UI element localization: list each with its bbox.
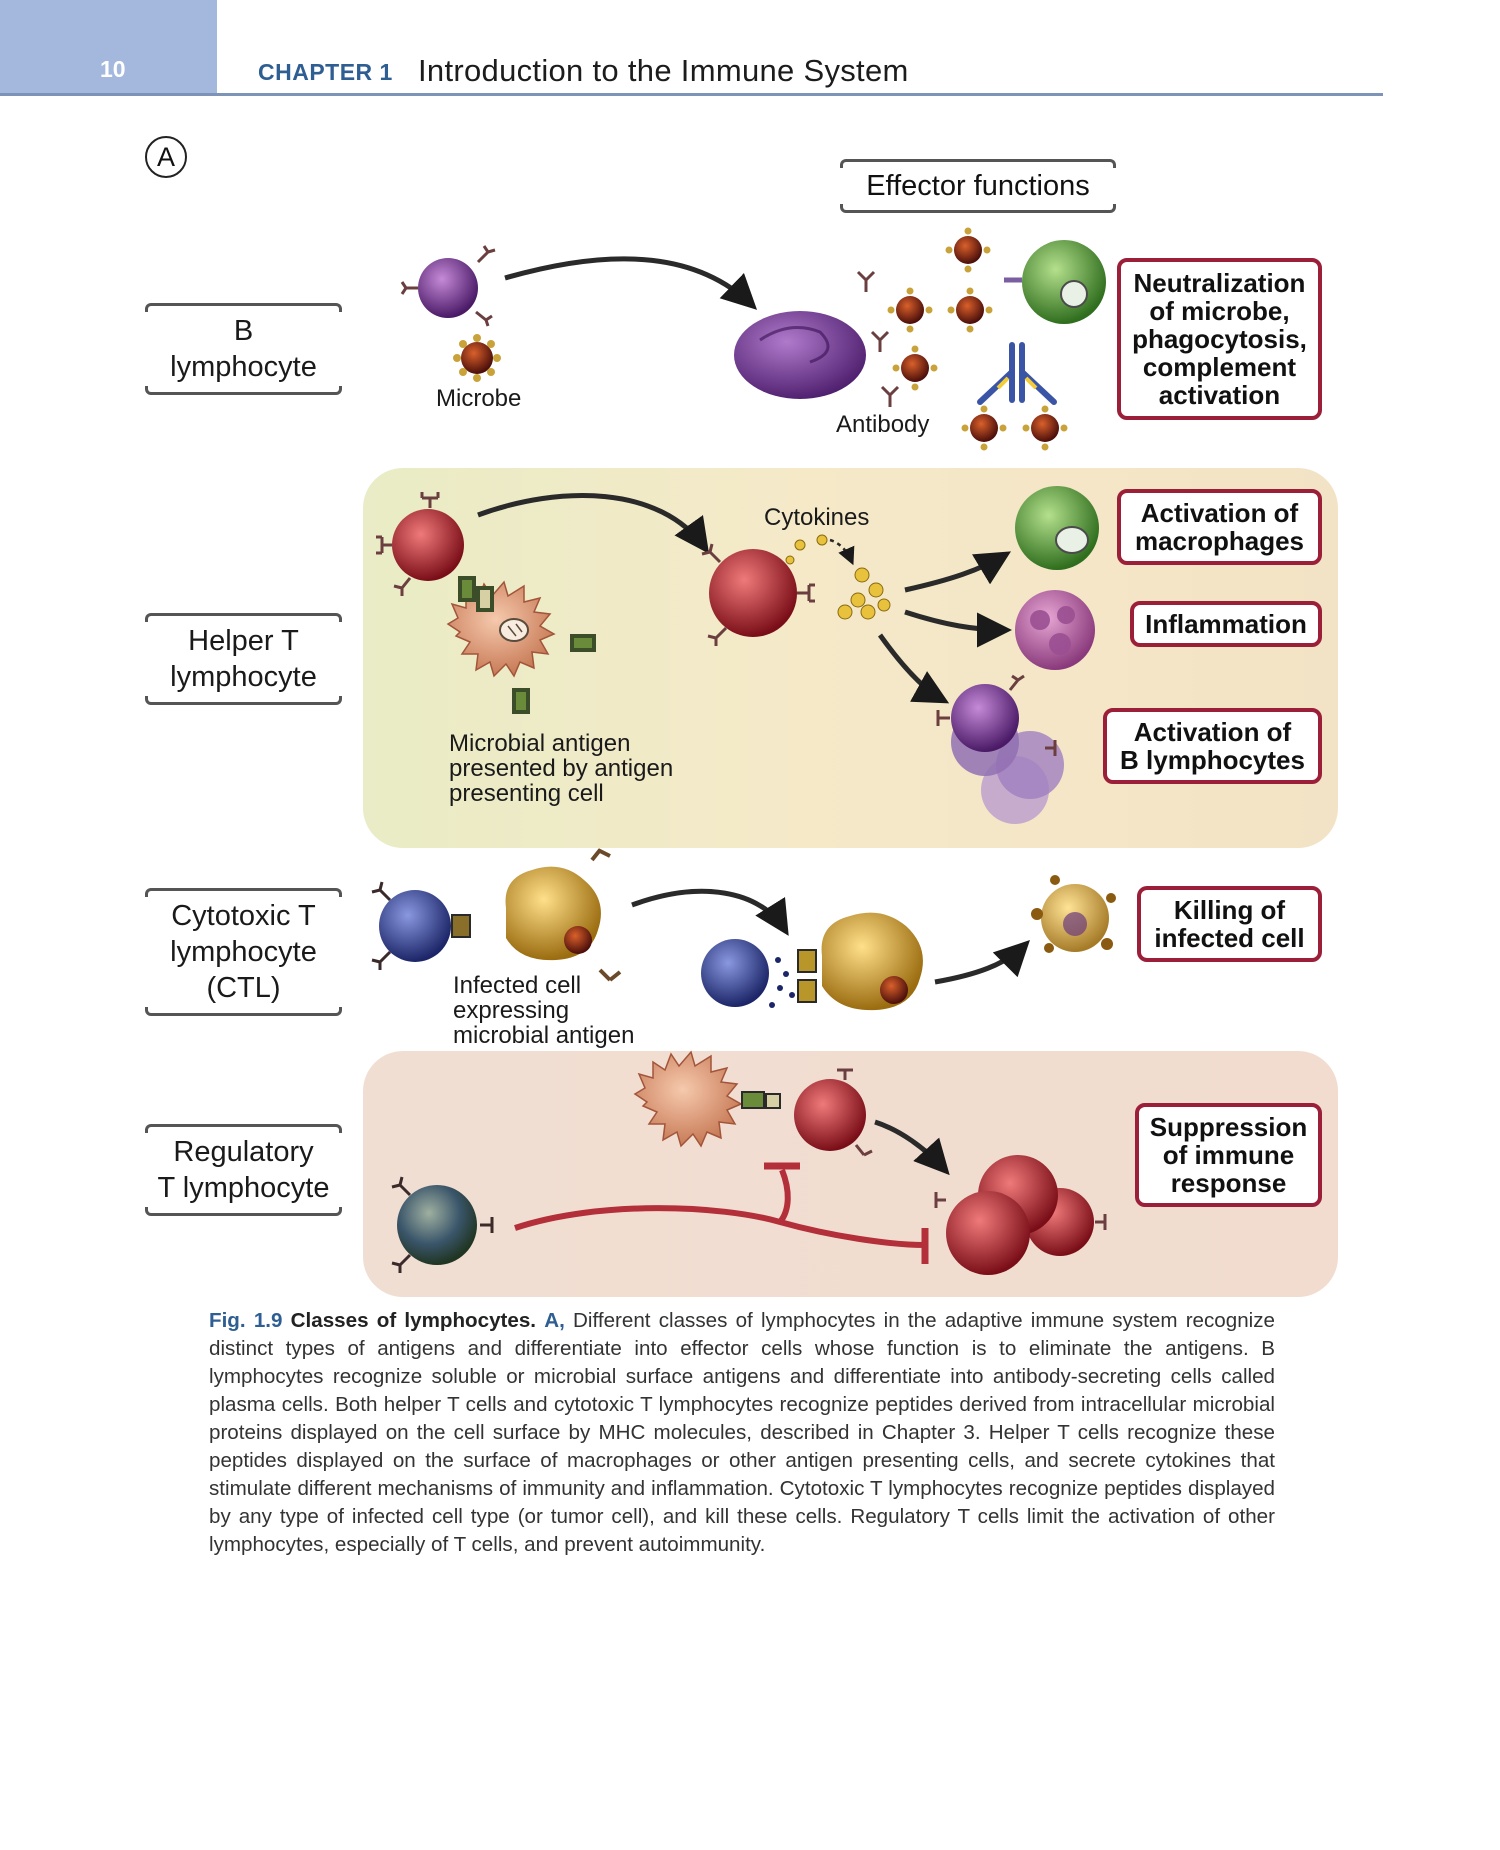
label-line: Helper T bbox=[188, 625, 299, 657]
outcome-line: Activation of bbox=[1140, 498, 1299, 528]
outcome-line: of immune bbox=[1162, 1140, 1295, 1170]
label-helper-t: Helper T lymphocyte bbox=[145, 613, 342, 705]
outcome-line: B lymphocytes bbox=[1120, 745, 1305, 775]
anno-line: presenting cell bbox=[449, 780, 604, 807]
microbe-label: Microbe bbox=[436, 385, 522, 412]
label-line: B bbox=[233, 315, 254, 347]
infected-cell-label: Infected cell expressing microbial antig… bbox=[453, 973, 634, 1048]
inflammatory-cell bbox=[1015, 590, 1095, 670]
effector-functions-heading: Effector functions bbox=[840, 159, 1116, 213]
caption-panel: A, bbox=[544, 1309, 565, 1332]
apc-label: Microbial antigen presented by antigen p… bbox=[449, 731, 673, 806]
figure-artwork bbox=[371, 227, 1116, 1275]
activated-macrophage bbox=[1015, 486, 1099, 570]
caption-text: Different classes of lymphocytes in the … bbox=[209, 1309, 1275, 1556]
outcome-line: Neutralization bbox=[1133, 268, 1306, 298]
figure-caption: Fig. 1.9 Classes of lymphocytes. A, Diff… bbox=[209, 1307, 1275, 1559]
label-ctl: Cytotoxic T lymphocyte (CTL) bbox=[145, 888, 342, 1016]
outcome-activation-macrophages: Activation of macrophages bbox=[1117, 489, 1322, 565]
outcome-line: Inflammation bbox=[1145, 609, 1307, 639]
outcome-line: response bbox=[1170, 1168, 1287, 1198]
activated-helper-t-cell bbox=[709, 549, 797, 637]
apc-reg bbox=[633, 1050, 743, 1148]
cytokine-dots bbox=[785, 534, 891, 620]
anno-line: presented by antigen bbox=[449, 755, 674, 782]
outcome-line: of microbe, bbox=[1149, 296, 1290, 326]
ctl-attacking bbox=[701, 939, 769, 1007]
macrophage-b bbox=[1022, 240, 1106, 324]
outcome-line: Activation of bbox=[1133, 717, 1292, 747]
label-line: T lymphocyte bbox=[157, 1172, 330, 1204]
activated-b-cells bbox=[951, 684, 1064, 824]
label-b-lymphocyte: B lymphocyte bbox=[145, 303, 342, 395]
label-line: (CTL) bbox=[206, 972, 281, 1004]
label-line: lymphocyte bbox=[170, 351, 317, 383]
regulatory-t-cell bbox=[397, 1185, 477, 1265]
outcome-line: phagocytosis, bbox=[1132, 324, 1307, 354]
outcome-neutralization: Neutralization of microbe, phagocytosis,… bbox=[1117, 258, 1322, 420]
page-number: 10 bbox=[100, 56, 126, 82]
panel-letter: A bbox=[145, 136, 187, 178]
outcome-line: Killing of bbox=[1173, 895, 1286, 925]
label-line: Regulatory bbox=[173, 1136, 314, 1168]
chapter-title: Introduction to the Immune System bbox=[418, 53, 909, 88]
outcome-line: Suppression bbox=[1149, 1112, 1308, 1142]
plasma-cell bbox=[734, 311, 866, 399]
header-rule bbox=[0, 93, 1383, 96]
label-line: lymphocyte bbox=[170, 936, 317, 968]
helper-t-cell bbox=[392, 509, 464, 581]
outcome-suppression: Suppression of immune response bbox=[1135, 1103, 1322, 1207]
outcome-line: activation bbox=[1158, 380, 1281, 410]
header-tab bbox=[0, 0, 217, 93]
antibody-y bbox=[977, 342, 1057, 405]
microbe-b bbox=[453, 334, 501, 382]
anno-line: Microbial antigen bbox=[449, 730, 631, 757]
label-line: lymphocyte bbox=[170, 661, 317, 693]
killed-cell bbox=[1031, 875, 1116, 953]
t-cell-reg bbox=[794, 1079, 866, 1151]
anno-line: Infected cell bbox=[453, 972, 582, 999]
outcome-line: macrophages bbox=[1134, 526, 1305, 556]
cytokines-label: Cytokines bbox=[764, 504, 870, 531]
ctl-cell bbox=[379, 890, 451, 962]
label-line: Cytotoxic T bbox=[171, 900, 316, 932]
outcome-killing: Killing of infected cell bbox=[1137, 886, 1322, 962]
outcome-line: complement bbox=[1142, 352, 1297, 382]
anno-line: microbial antigen bbox=[453, 1022, 635, 1049]
infected-cell-target bbox=[821, 912, 923, 1011]
outcome-line: infected cell bbox=[1154, 923, 1305, 953]
infected-cell bbox=[505, 866, 601, 961]
caption-fig-label: Fig. 1.9 bbox=[209, 1309, 283, 1332]
b-cell bbox=[418, 258, 478, 318]
antigen-presenting-cell bbox=[446, 580, 556, 678]
label-regulatory-t: Regulatory T lymphocyte bbox=[145, 1124, 342, 1216]
suppressed-t-cells bbox=[946, 1155, 1094, 1275]
anno-line: expressing bbox=[453, 997, 570, 1024]
chapter-label: CHAPTER 1 bbox=[258, 59, 393, 85]
outcome-activation-b: Activation of B lymphocytes bbox=[1103, 708, 1322, 784]
outcome-inflammation: Inflammation bbox=[1130, 601, 1322, 647]
caption-title: Classes of lymphocytes. bbox=[290, 1309, 537, 1332]
antibody-label: Antibody bbox=[836, 411, 930, 438]
